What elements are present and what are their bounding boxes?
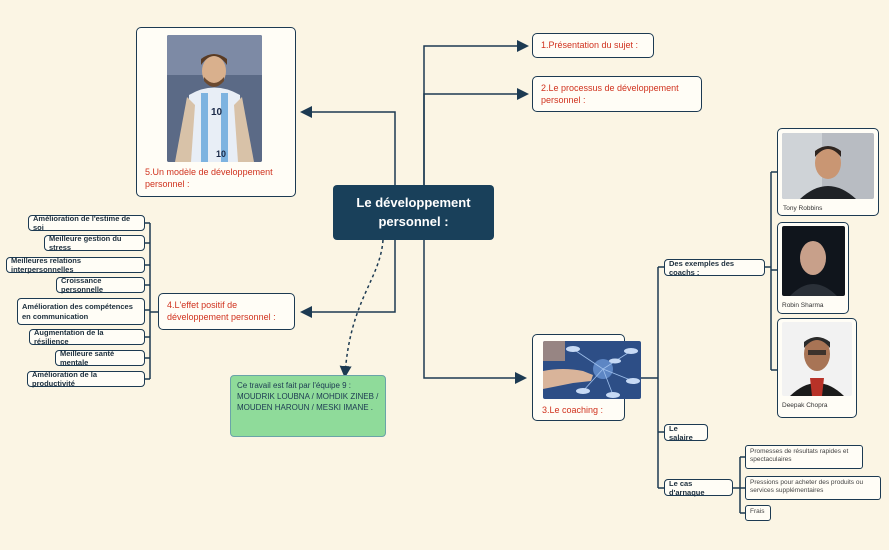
branch-modele-label: 5.Un modèle de développement personnel :: [145, 167, 273, 189]
effect-item[interactable]: Croissance personnelle: [56, 276, 145, 294]
coach-card[interactable]: Robin Sharma: [777, 222, 849, 314]
effect-item[interactable]: Meilleure santé mentale: [55, 349, 145, 367]
coaching-illustration: [543, 341, 641, 399]
coaching-salary[interactable]: Le salaire: [664, 424, 708, 442]
branch-processus[interactable]: 2.Le processus de développement personne…: [532, 76, 702, 112]
effect-item[interactable]: Amélioration des compétences en communic…: [17, 298, 145, 325]
svg-text:10: 10: [211, 107, 223, 118]
scam-item[interactable]: Frais: [745, 505, 771, 521]
branch-presentation[interactable]: 1.Présentation du sujet :: [532, 33, 654, 58]
effect-item[interactable]: Meilleure gestion du stress: [44, 234, 145, 252]
coach-photo: [782, 133, 874, 199]
football-player-image: 10 10: [167, 35, 262, 162]
branch-coaching-label: 3.Le coaching :: [542, 405, 604, 415]
effect-item[interactable]: Amélioration de l'estime de soi: [28, 214, 145, 232]
coach-photo: [782, 322, 852, 396]
coach-name: Tony Robbins: [783, 205, 823, 212]
coach-name: Robin Sharma: [782, 302, 824, 309]
messi-photo: 10 10: [167, 35, 262, 162]
central-topic[interactable]: Le développement personnel :: [333, 185, 494, 240]
coaching-scam[interactable]: Le cas d'arnaque: [664, 479, 733, 497]
coaching-image: [543, 341, 641, 399]
svg-text:10: 10: [216, 149, 226, 159]
effect-item[interactable]: Meilleures relations interpersonnelles: [6, 256, 145, 274]
coach-card[interactable]: Tony Robbins: [777, 128, 879, 216]
team-note[interactable]: Ce travail est fait par l'équipe 9 : MOU…: [230, 375, 386, 437]
coach-name: Deepak Chopra: [782, 402, 828, 409]
coaching-examples[interactable]: Des exemples des coachs :: [664, 259, 765, 277]
coach-card[interactable]: Deepak Chopra: [777, 318, 857, 418]
coach-photo: [782, 226, 845, 296]
scam-item[interactable]: Promesses de résultats rapides et specta…: [745, 445, 863, 469]
branch-modele[interactable]: 10 10 5.Un modèle de développement perso…: [136, 27, 296, 197]
branch-effet-positif[interactable]: 4.L'effet positif de développement perso…: [158, 293, 295, 330]
effect-item[interactable]: Augmentation de la résilience: [29, 328, 145, 346]
scam-item[interactable]: Pressions pour acheter des produits ou s…: [745, 476, 881, 500]
effect-item[interactable]: Amélioration de la productivité: [27, 370, 145, 388]
branch-coaching[interactable]: 3.Le coaching :: [532, 334, 641, 421]
